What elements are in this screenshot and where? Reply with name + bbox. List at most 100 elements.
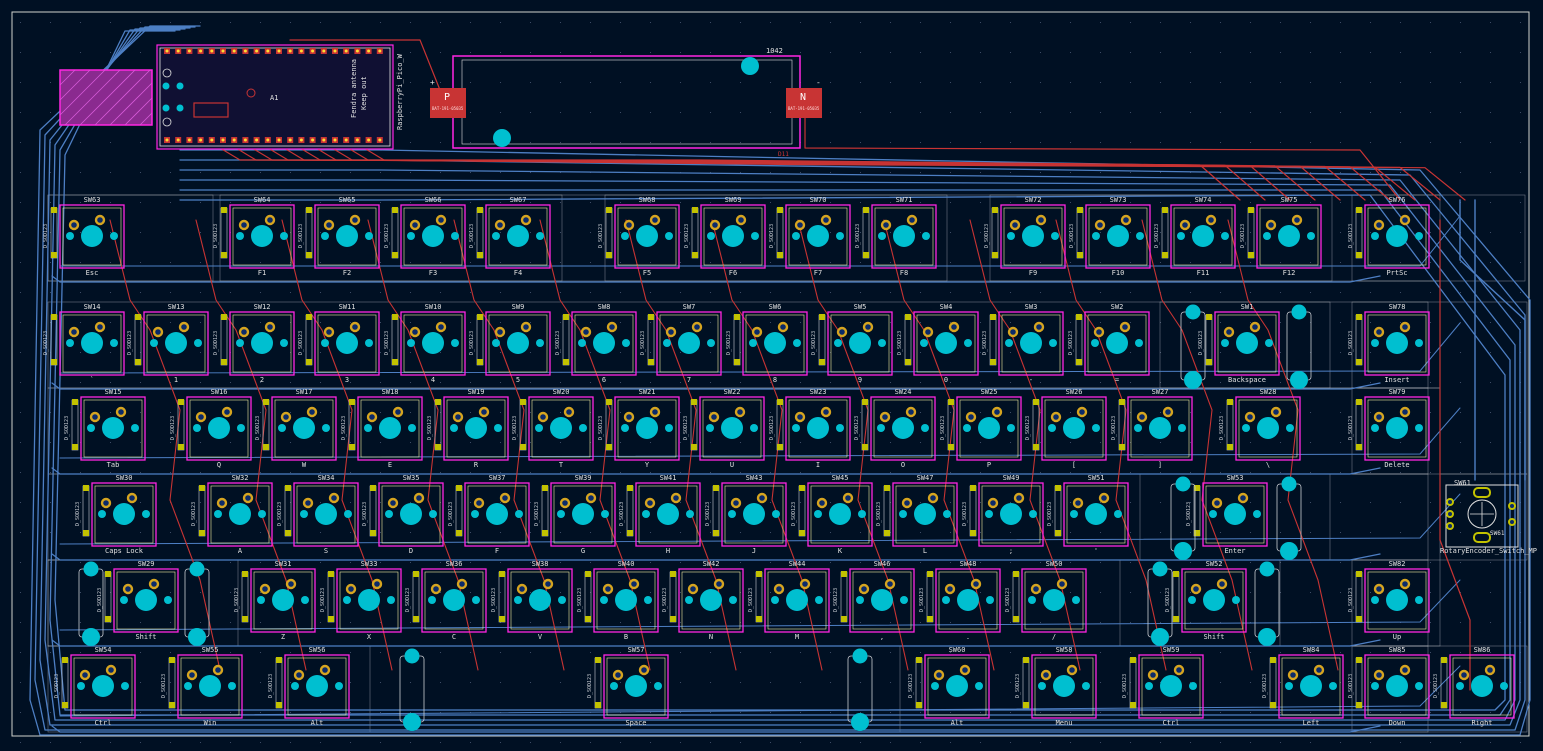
mcu-module[interactable]: Fendra antenna Keep out A1 RaspberryPi_P… [59, 44, 404, 150]
grid-dot [770, 562, 771, 563]
grid-dot [260, 502, 261, 503]
grid-dot [770, 292, 771, 293]
diode-pad-2 [83, 530, 89, 536]
grid-dot [50, 22, 51, 23]
grid-dot [1310, 742, 1311, 743]
key-ref: SW33 [361, 560, 378, 568]
key-peg-left [1209, 510, 1217, 518]
grid-dot [260, 622, 261, 623]
grid-dot [1280, 532, 1281, 533]
grid-dot [590, 202, 591, 203]
key-peg-left [834, 339, 842, 347]
grid-dot [650, 592, 651, 593]
rotary-encoder[interactable]: SW61 SW61 RotaryEncoder_Switch_MP [1440, 479, 1537, 555]
key-ref: SW60 [949, 646, 966, 654]
battery-holder[interactable]: 1042 P BAT-191-05035 + N BAT-191-05035 -… [430, 47, 822, 158]
grid-dot [1010, 442, 1011, 443]
grid-dot [920, 652, 921, 653]
grid-dot [740, 292, 741, 293]
